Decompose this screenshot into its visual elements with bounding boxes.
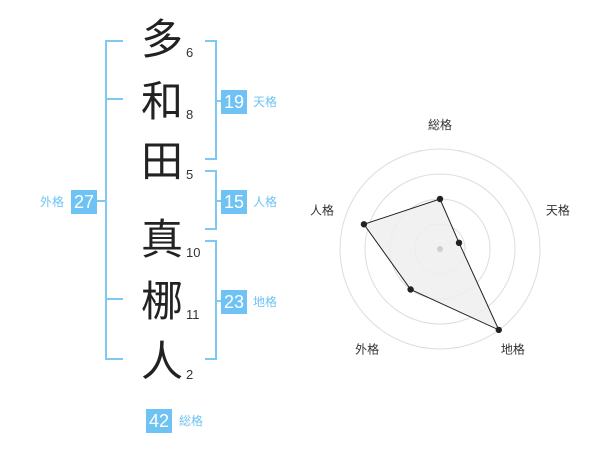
tenkaku-score: 19 [221,90,247,114]
jinkaku-label: 人格 [253,195,278,209]
chikaku-score: 23 [221,290,247,314]
chikaku-label: 地格 [253,295,278,309]
stroke-count-2: 8 [186,107,194,122]
radar-point-4 [360,221,368,228]
name-char-1: 多 [140,15,183,64]
stroke-count-1: 6 [186,45,194,60]
name-char-3: 田 [140,137,183,186]
radar-score-area [363,198,500,331]
radar-axis-label-1: 天格 [546,203,570,218]
radar-axis-label-2: 地格 [501,341,525,356]
name-char-4: 真 [140,215,183,264]
radar-axis-label-0: 総格 [428,117,452,132]
chikaku-connector [215,300,221,302]
gaikaku-bracket-tick [105,98,123,100]
stroke-count-3: 5 [186,167,194,182]
radar-point-2 [495,326,502,334]
radar-axis-label-3: 外格 [355,341,379,356]
soukaku-label: 総格 [179,414,204,428]
name-char-2: 和 [140,77,183,126]
soukaku-score: 42 [146,409,172,433]
stroke-count-4: 10 [186,245,201,260]
gaikaku-label: 外格 [40,195,65,209]
jinkaku-score: 15 [221,190,247,214]
tenkaku-label: 天格 [253,95,278,109]
stroke-count-6: 2 [186,367,194,382]
gaikaku-connector [97,200,105,202]
jinkaku-connector [215,200,221,202]
gaikaku-score: 27 [71,190,97,214]
tenkaku-connector [215,100,221,102]
radar-ring-3 [364,173,516,325]
gaikaku-bracket-tick [105,298,123,300]
gaikaku-bracket [105,40,123,360]
radar-center [437,246,443,252]
name-char-5: 梛 [140,277,183,326]
radar-ring-4 [339,148,541,350]
radar-point-0 [436,195,444,203]
radar-point-3 [407,286,414,293]
name-char-6: 人 [140,337,183,386]
radar-axis-label-4: 人格 [310,203,334,218]
stroke-count-5: 11 [186,307,200,322]
radar-point-1 [455,239,463,247]
